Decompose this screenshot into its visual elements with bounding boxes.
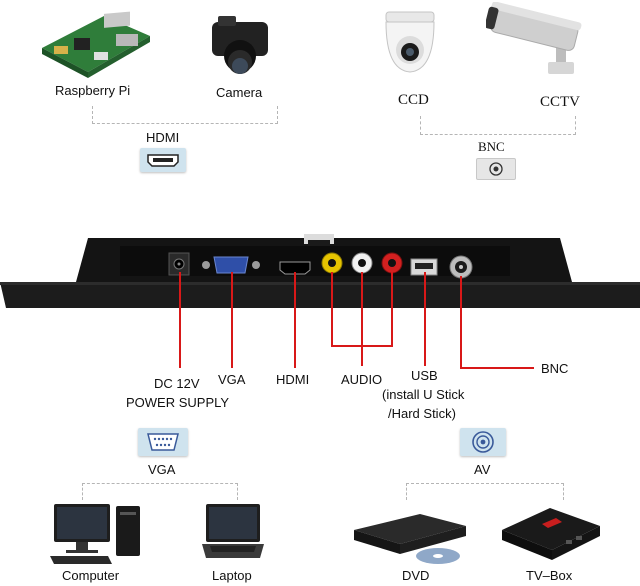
ccd-dome-camera-image (380, 8, 440, 78)
dvd-player-image (350, 508, 470, 566)
vga-port (200, 254, 262, 276)
connector-line (82, 483, 238, 500)
computer-label: Computer (62, 568, 120, 583)
audio-callout-line-left (331, 272, 333, 346)
audio-callout-joiner (331, 345, 393, 347)
vga-group-label: VGA (148, 462, 176, 477)
bnc-callout-line-horizontal (460, 367, 534, 369)
av-connector-icon (460, 428, 506, 456)
monitor-back-panel (0, 232, 640, 312)
bnc-label-top: BNC (478, 139, 505, 154)
dvd-label: DVD (402, 568, 430, 583)
cctv-label: CCTV (540, 94, 581, 110)
raspberry-pi-label: Raspberry Pi (55, 83, 131, 98)
bnc-callout-line-vertical (460, 276, 462, 368)
usb-note-line2: /Hard Stick) (388, 406, 456, 421)
computer-image (50, 500, 146, 566)
hdmi-label-top: HDMI (146, 130, 180, 145)
camera-label: Camera (216, 85, 263, 100)
usb-port-label: USB (411, 368, 438, 383)
laptop-image (200, 502, 266, 564)
cctv-camera-image (486, 2, 596, 78)
hdmi-port-label: HDMI (276, 372, 310, 387)
dc-power-port (168, 252, 190, 276)
usb-callout-line (424, 272, 426, 366)
av-group-label: AV (474, 462, 491, 477)
tv-box-label: TV–Box (526, 568, 573, 583)
audio-video-rca-ports (320, 250, 406, 276)
hdmi-port (278, 260, 312, 276)
camera-image (208, 12, 272, 78)
ccd-label: CCD (398, 92, 429, 108)
tv-box-image (496, 504, 606, 566)
bnc-port (448, 254, 474, 280)
connector-line (92, 106, 278, 124)
vga-connector-icon (138, 428, 188, 456)
connector-line (406, 483, 564, 500)
dc-callout-line (179, 272, 181, 368)
audio-callout-line-mid (361, 272, 363, 366)
power-supply-label: POWER SUPPLY (126, 395, 230, 410)
connector-line (420, 116, 576, 135)
audio-port-label: AUDIO (341, 372, 383, 387)
dc-label: DC 12V (154, 376, 200, 391)
bnc-port-label: BNC (541, 361, 569, 376)
laptop-label: Laptop (212, 568, 252, 583)
bnc-port-icon (476, 158, 516, 180)
audio-callout-line-right (391, 272, 393, 346)
raspberry-pi-image (34, 8, 154, 80)
hdmi-port-icon (140, 148, 186, 172)
vga-callout-line (231, 272, 233, 368)
usb-note-line1: (install U Stick (382, 387, 465, 402)
hdmi-callout-line (294, 272, 296, 368)
vga-port-label: VGA (218, 372, 246, 387)
